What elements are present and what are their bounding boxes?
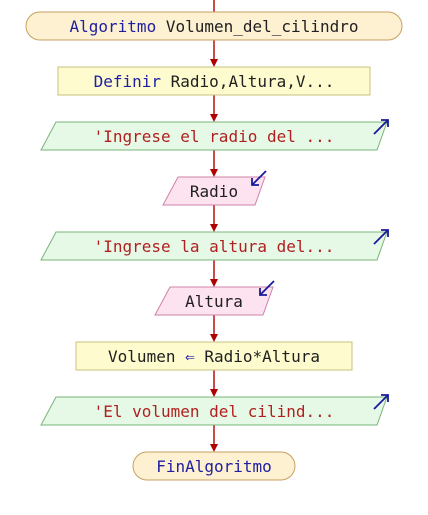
read-radio-label-part: Radio bbox=[190, 182, 238, 201]
input-arrow-icon bbox=[251, 170, 267, 186]
assign-label-part: ⇐ bbox=[185, 347, 195, 366]
output-arrow-icon bbox=[373, 119, 389, 135]
node-read-altura: Altura bbox=[154, 280, 275, 316]
write-radio-label: 'Ingrese el radio del ... bbox=[94, 127, 335, 146]
start-label-part: Volumen_del_cilindro bbox=[166, 17, 359, 36]
write-volumen-label-part: 'El volumen del cilind... bbox=[94, 402, 335, 421]
output-arrow-icon bbox=[373, 394, 389, 410]
write-radio-shape bbox=[40, 121, 388, 151]
write-volumen-shape bbox=[40, 396, 388, 426]
assign-label-part: Radio*Altura bbox=[195, 347, 320, 366]
read-radio-label: Radio bbox=[190, 182, 238, 201]
read-radio-shape bbox=[162, 176, 266, 206]
node-write-altura: 'Ingrese la altura del... bbox=[40, 229, 389, 261]
read-altura-shape bbox=[154, 286, 274, 316]
read-altura-label: Altura bbox=[185, 292, 243, 311]
start-label: Algoritmo Volumen_del_cilindro bbox=[70, 17, 359, 36]
assign-shape bbox=[75, 341, 353, 371]
output-arrow-icon bbox=[373, 229, 389, 245]
write-radio-label-part: 'Ingrese el radio del ... bbox=[94, 127, 335, 146]
node-read-radio: Radio bbox=[162, 170, 267, 206]
node-end: FinAlgoritmo bbox=[132, 451, 296, 481]
write-altura-label-part: 'Ingrese la altura del... bbox=[94, 237, 335, 256]
node-assign: Volumen ⇐ Radio*Altura bbox=[75, 341, 353, 371]
write-altura-shape bbox=[40, 231, 388, 261]
node-write-radio: 'Ingrese el radio del ... bbox=[40, 119, 389, 151]
define-label: Definir Radio,Altura,V... bbox=[94, 72, 335, 91]
end-shape bbox=[132, 451, 296, 481]
start-label-part: Algoritmo bbox=[70, 17, 166, 36]
end-label-part: FinAlgoritmo bbox=[156, 457, 272, 476]
read-altura-label-part: Altura bbox=[185, 292, 243, 311]
node-start: Algoritmo Volumen_del_cilindro bbox=[25, 11, 403, 41]
write-altura-label: 'Ingrese la altura del... bbox=[94, 237, 335, 256]
end-label: FinAlgoritmo bbox=[156, 457, 272, 476]
input-arrow-icon bbox=[259, 280, 275, 296]
define-label-part: Radio,Altura,V... bbox=[171, 72, 335, 91]
write-volumen-label: 'El volumen del cilind... bbox=[94, 402, 335, 421]
node-write-volumen: 'El volumen del cilind... bbox=[40, 394, 389, 426]
define-label-part: Definir bbox=[94, 72, 171, 91]
define-shape bbox=[57, 66, 371, 96]
assign-label-part: Volumen bbox=[108, 347, 185, 366]
assign-label: Volumen ⇐ Radio*Altura bbox=[108, 347, 320, 366]
start-shape bbox=[25, 11, 403, 41]
node-define: Definir Radio,Altura,V... bbox=[57, 66, 371, 96]
